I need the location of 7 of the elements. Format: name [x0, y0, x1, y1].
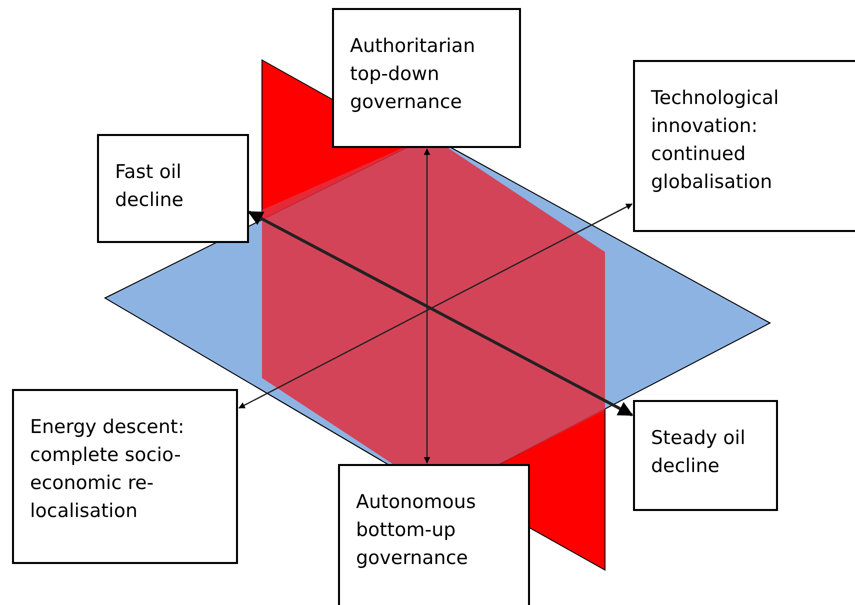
axis-label: Autonomous bottom-up governance [356, 490, 477, 571]
axis-arrow [424, 148, 430, 464]
axis-label: Fast oil decline [115, 160, 184, 213]
axis-label: Technological innovation: continued globalisation [651, 86, 780, 195]
axis-label: Authoritarian top-down governance [350, 34, 476, 115]
axis-label: Energy descent: complete socio-economic re-localisation [30, 415, 186, 524]
axis-label: Steady oil decline [651, 426, 746, 479]
